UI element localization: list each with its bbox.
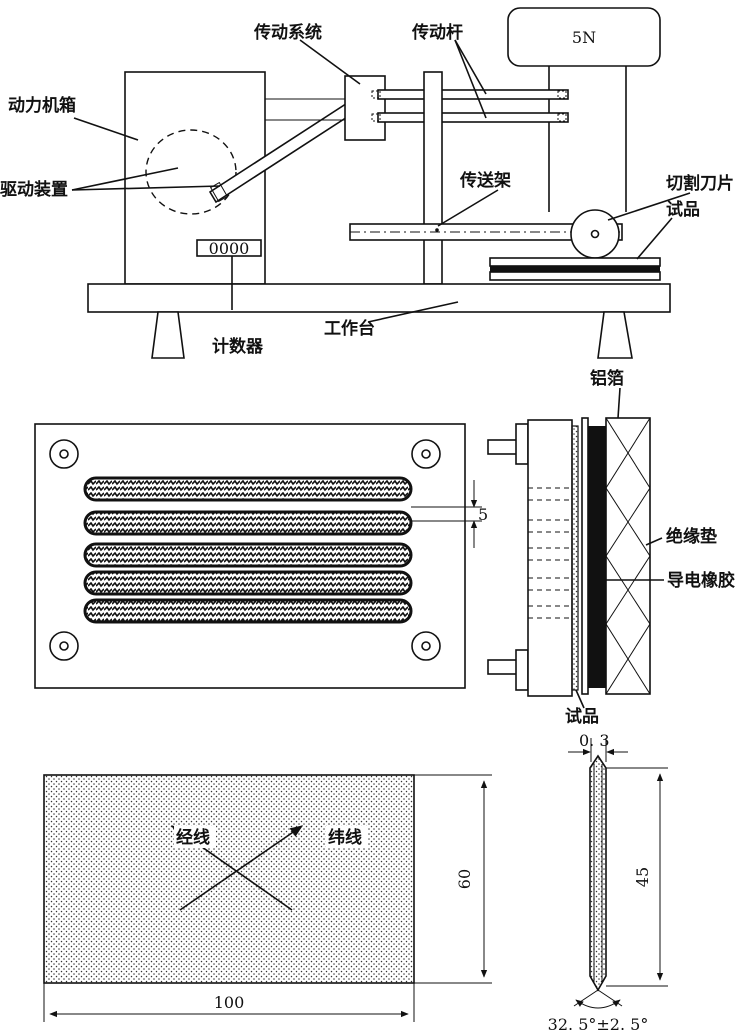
label-insulation-pad: 绝缘垫 [666, 526, 717, 547]
label-counter: 计数器 [212, 336, 264, 357]
electrode-plate: 5 [34, 423, 488, 689]
counter-box [196, 239, 262, 257]
width-value: 100 [214, 993, 245, 1012]
label-transmission-system: 传动系统 [253, 22, 322, 43]
label-weft: 纬线 [328, 827, 362, 848]
spacing-value: 5 [478, 505, 488, 524]
height-dimension: 60 [414, 774, 492, 984]
label-drive-device: 驱动装置 [0, 179, 68, 200]
label-transmission-rods: 传动杆 [411, 22, 463, 43]
specimen-sheet: 经线 纬线 100 60 [43, 774, 492, 1022]
support-column [423, 71, 443, 285]
blade-length: 45 [633, 867, 652, 887]
angle-dimension: 32. 5°±2. 5° [548, 989, 649, 1034]
label-workbench: 工作台 [324, 318, 375, 339]
counter-display: 0000 [209, 239, 250, 258]
weight-label: 5N [572, 28, 596, 47]
workbench [87, 283, 671, 359]
label-power-box: 动力机箱 [8, 95, 76, 116]
blade-thickness: 0. 3 [579, 731, 610, 750]
label-aluminum-foil: 铝箔 [590, 368, 624, 389]
label-specimen-side: 试品 [565, 707, 599, 727]
length-dimension: 45 [606, 767, 668, 987]
drive-wheel [145, 129, 237, 215]
blade-angle: 32. 5°±2. 5° [548, 1015, 649, 1034]
conveyor-frame [349, 223, 623, 241]
label-conductive-rubber: 导电橡胶 [667, 570, 735, 591]
width-dimension: 100 [43, 983, 415, 1022]
insulation-pad [605, 417, 651, 695]
height-value: 60 [455, 869, 474, 889]
label-specimen-top: 试品 [666, 200, 700, 220]
weight-box: 5N [507, 7, 661, 212]
spacing-dimension: 5 [411, 480, 488, 548]
label-warp: 经线 [176, 827, 210, 848]
leader-lines [71, 39, 691, 323]
specimen-stack [489, 257, 661, 281]
blade-detail: 0. 3 45 32. 5°±2. 5° [548, 731, 668, 1034]
label-cutting-blade: 切割刀片 [666, 173, 734, 194]
thickness-dimension: 0. 3 [568, 731, 628, 762]
mount-holes [49, 439, 441, 661]
transmission-box [265, 75, 386, 141]
label-conveyor-frame: 传送架 [459, 170, 511, 191]
abrasion-apparatus: 5N 0000 [0, 7, 734, 359]
weft-arrow [179, 825, 304, 911]
power-box: 0000 [124, 71, 266, 285]
cutting-blade [570, 209, 620, 259]
electrode-side-view: 铝箔 绝缘垫 导电橡胶 试品 [487, 368, 735, 727]
transmission-rods [371, 89, 569, 123]
electrode-strips [83, 476, 413, 624]
